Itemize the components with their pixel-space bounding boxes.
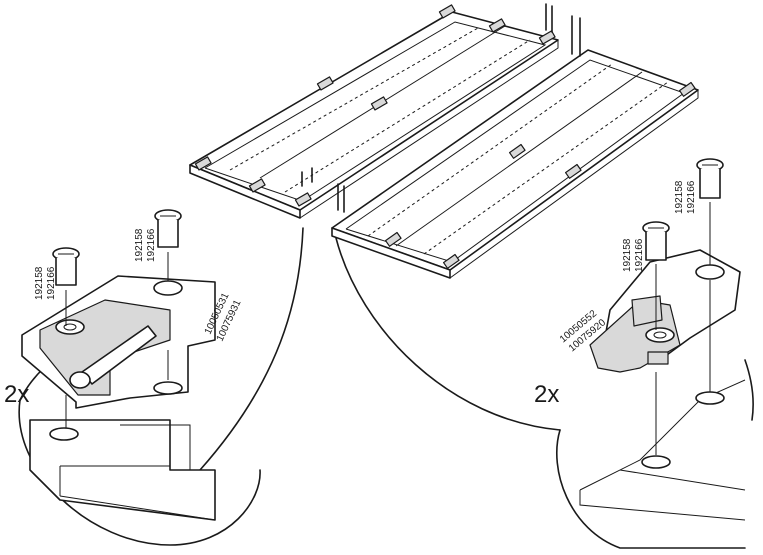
right-shelf-block xyxy=(579,249,746,521)
right-quantity: 2x xyxy=(534,381,559,408)
right-top-dowel-part-number-1: 192158 xyxy=(674,180,685,214)
right-dowel-1 xyxy=(642,221,670,330)
left-callout-line xyxy=(199,227,304,471)
right-panel xyxy=(331,49,699,279)
left-panel xyxy=(189,11,559,219)
right-dowel-2 xyxy=(695,158,725,280)
left-holes xyxy=(49,350,183,441)
right-callout-line xyxy=(335,237,561,431)
left-bracket xyxy=(39,299,171,396)
left-dowel-2 xyxy=(153,209,183,296)
left-top-dowel-part-number-1: 192158 xyxy=(134,228,145,262)
left-top-dowel-part-number-2: 192166 xyxy=(146,228,157,262)
left-quantity: 2x xyxy=(4,381,29,408)
left-panel-fittings xyxy=(194,3,556,207)
right-dowel-part-number-1: 192158 xyxy=(622,238,633,272)
right-top-dowel-part-number-2: 192166 xyxy=(686,180,697,214)
left-dowel-part-number-1: 192158 xyxy=(34,266,45,300)
right-panel-fittings xyxy=(337,15,696,269)
right-holes xyxy=(641,280,725,469)
right-bracket xyxy=(589,295,681,373)
left-dowel-1 xyxy=(52,247,80,326)
right-detail-circle xyxy=(556,359,754,549)
left-dowel-part-number-2: 192166 xyxy=(46,266,57,300)
right-dowel-part-number-2: 192166 xyxy=(634,238,645,272)
